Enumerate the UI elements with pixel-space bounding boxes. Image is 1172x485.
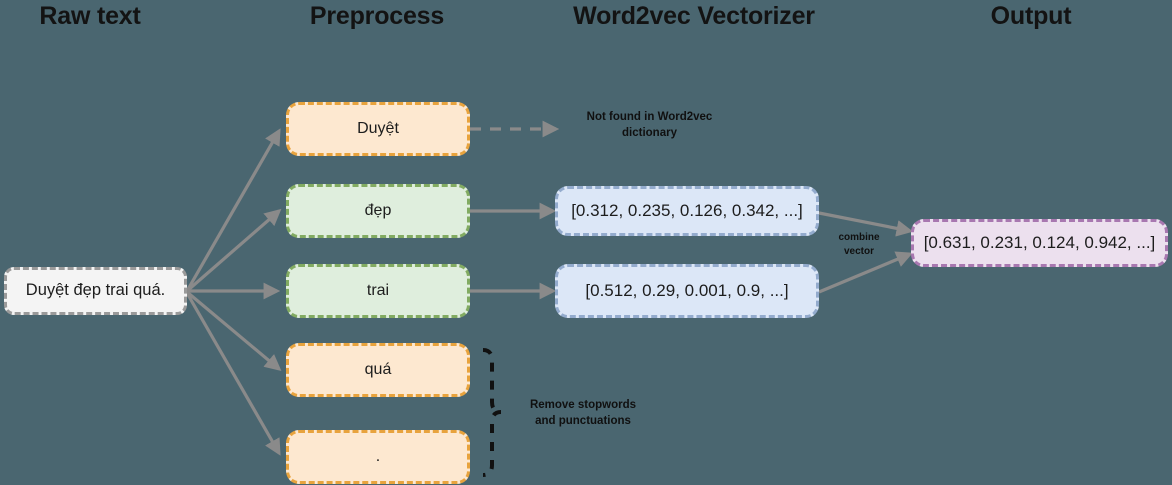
- header-word2vec-vectorizer: Word2vec Vectorizer: [573, 2, 815, 30]
- raw-text-box[interactable]: Duyệt đẹp trai quá.: [4, 267, 187, 315]
- output-vector-box[interactable]: [0.631, 0.231, 0.124, 0.942, ...]: [911, 219, 1168, 267]
- token-to-vector-arrows: [470, 202, 557, 300]
- fanout-arrows: [185, 128, 282, 456]
- annotation-combine-vector: combine vector: [838, 232, 880, 257]
- token-box-punctuation[interactable]: .: [286, 430, 470, 484]
- header-output: Output: [990, 2, 1072, 30]
- token-box-duyet[interactable]: Duyệt: [286, 102, 470, 156]
- header-preprocess: Preprocess: [309, 2, 445, 30]
- annotation-not-found: Not found in Word2vec dictionary: [586, 111, 713, 139]
- annotation-remove-stopwords: Remove stopwords and punctuations: [529, 399, 637, 427]
- header-raw-text: Raw text: [39, 2, 141, 30]
- vector-box-trai[interactable]: [0.512, 0.29, 0.001, 0.9, ...]: [555, 264, 819, 318]
- vector-box-dep[interactable]: [0.312, 0.235, 0.126, 0.342, ...]: [555, 186, 819, 236]
- token-box-qua[interactable]: quá: [286, 343, 470, 397]
- token-box-dep[interactable]: đẹp: [286, 184, 470, 238]
- stopword-brace: [482, 348, 502, 477]
- token-box-trai[interactable]: trai: [286, 264, 470, 318]
